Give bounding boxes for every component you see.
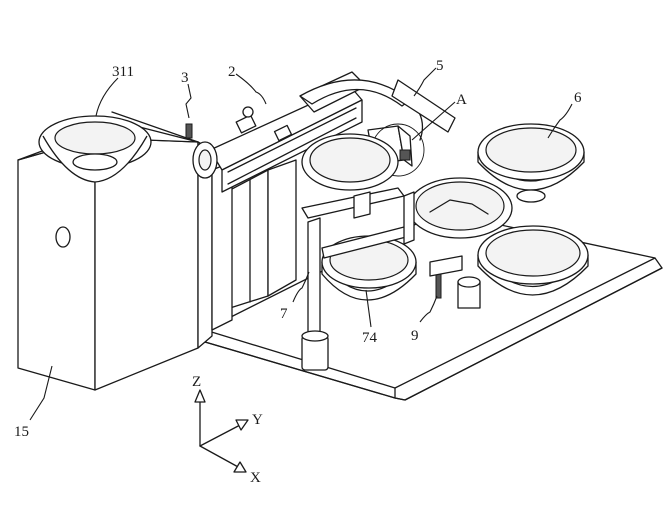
cabinet: [17, 111, 213, 391]
axis-x-label: X: [250, 470, 261, 486]
bowl-right-top: [477, 123, 585, 203]
label-74: 74: [362, 330, 378, 346]
label-3: 3: [181, 70, 189, 86]
label-6: 6: [574, 90, 582, 106]
cabinet-hole: [55, 226, 71, 248]
label-311: 311: [112, 64, 134, 80]
support-panels: [211, 159, 297, 331]
axis-triad: Z Y X: [192, 374, 263, 486]
lifting-arm: [301, 187, 415, 371]
hopper: [38, 115, 152, 183]
bowl-right-bottom: [477, 225, 589, 296]
label-2: 2: [228, 64, 236, 80]
label-7: 7: [280, 306, 288, 322]
bowl-center: [407, 177, 513, 239]
label-9: 9: [411, 328, 419, 344]
leader-lines: [29, 67, 573, 421]
label-15: 15: [14, 424, 29, 440]
axis-y-label: Y: [252, 412, 263, 428]
label-a: A: [456, 92, 467, 108]
reference-labels: 311 3 2 5 A 6 7 74 9 15: [14, 58, 582, 440]
motor: [185, 123, 218, 179]
lower-cylinder: [429, 255, 481, 309]
label-5: 5: [436, 58, 444, 74]
axis-z-label: Z: [192, 374, 201, 390]
bowl-back-left: [301, 133, 399, 191]
upper-track: [299, 79, 456, 141]
